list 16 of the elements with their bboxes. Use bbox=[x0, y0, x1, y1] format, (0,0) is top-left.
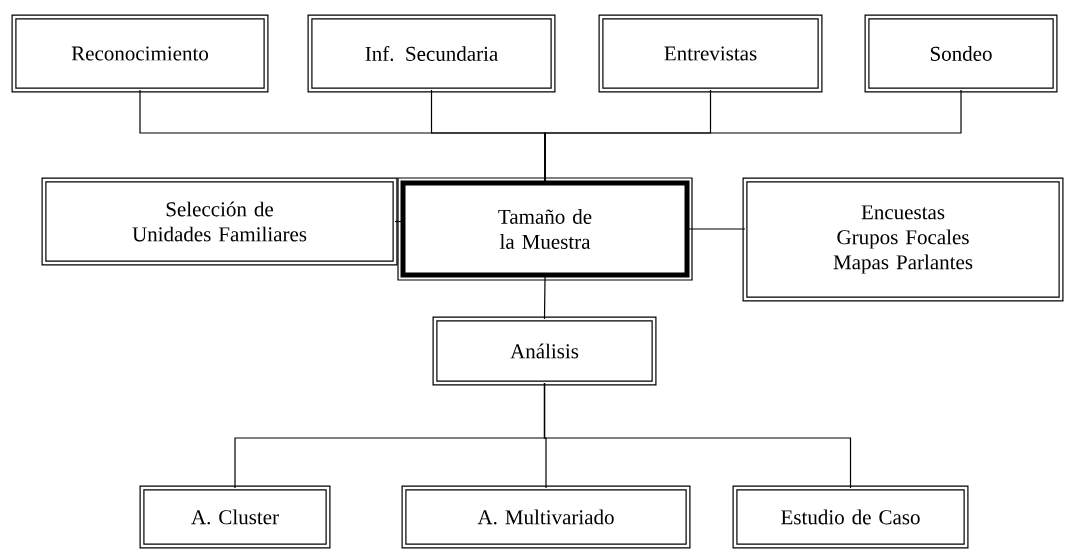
connector-line bbox=[395, 220, 402, 223]
double-box: Análisis bbox=[432, 316, 657, 386]
double-box: A. Cluster bbox=[139, 485, 331, 549]
double-box: Reconocimiento bbox=[11, 14, 269, 93]
double-box: Sondeo bbox=[864, 14, 1058, 93]
double-box: Encuestas Grupos Focales Mapas Parlantes bbox=[742, 177, 1064, 302]
connector-line bbox=[688, 228, 745, 230]
double-box: A. Multivariado bbox=[401, 485, 691, 549]
double-box: Estudio de Caso bbox=[732, 485, 969, 549]
connector-line bbox=[543, 276, 546, 319]
connector-line bbox=[543, 383, 852, 488]
double-box: Entrevistas bbox=[598, 14, 823, 93]
bold-box: Tamaño de la Muestra bbox=[397, 177, 693, 281]
double-box: Inf. Secundaria bbox=[307, 14, 556, 93]
connector-line bbox=[544, 90, 962, 182]
double-box: Selección de Unidades Familiares bbox=[41, 177, 398, 266]
